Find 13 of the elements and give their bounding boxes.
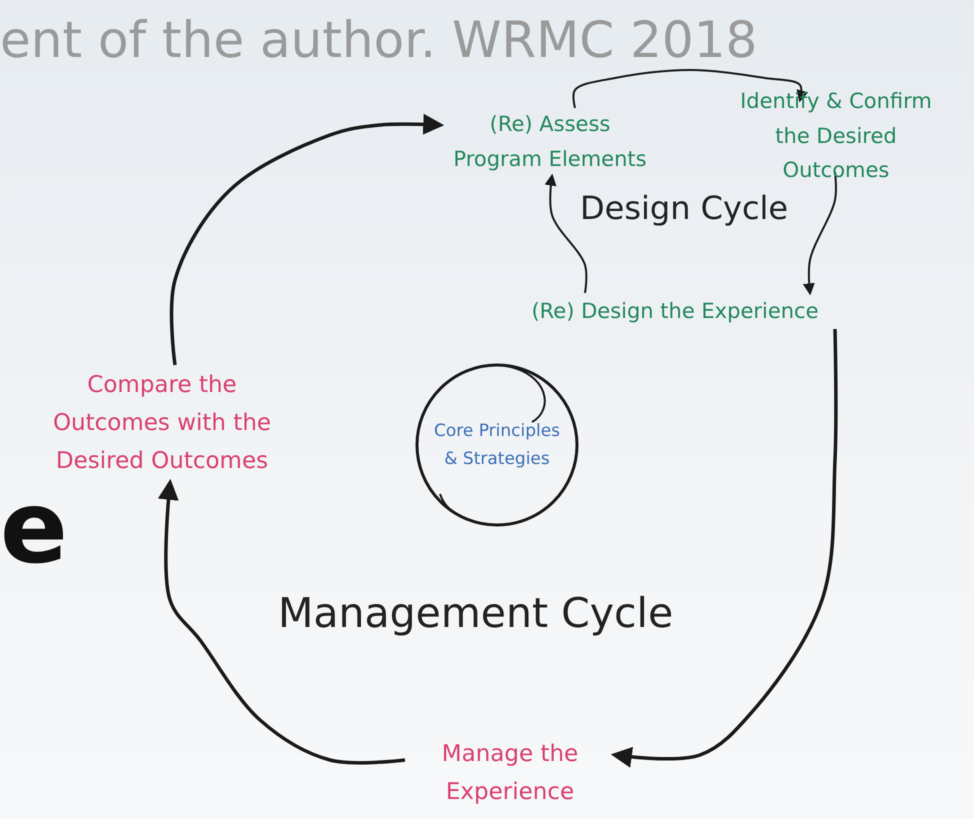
step-label: Identify & Confirm the Desired Outcomes (739, 88, 933, 184)
cycle-arrow (170, 114, 444, 366)
step-label: (Re) Design the Experience (531, 298, 819, 325)
cycle-arrow (158, 478, 406, 765)
cycle-title: Management Cycle (278, 590, 674, 638)
slide-text-fragment: ent of the author. WRMC 2018 (0, 12, 758, 70)
cycle-arrow (572, 69, 808, 108)
cycle-arrow (610, 328, 838, 768)
step-label: Core Principles & Strategies (432, 420, 562, 471)
step-label: Manage the Experience (440, 740, 580, 807)
step-label: (Re) Assess Program Elements (452, 111, 648, 173)
cycle-arrow (544, 174, 588, 294)
cycle-title: Design Cycle (580, 190, 788, 227)
